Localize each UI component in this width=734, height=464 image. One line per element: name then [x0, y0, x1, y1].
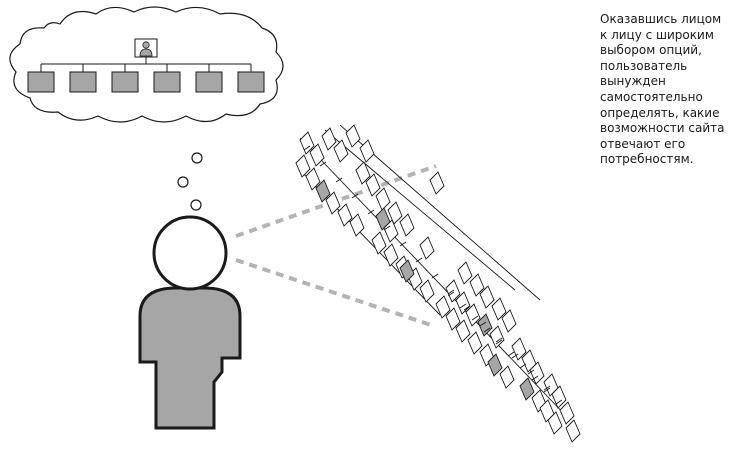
tree-link	[495, 339, 503, 345]
tree-link	[459, 303, 467, 309]
tree-link	[463, 305, 471, 311]
tree-page	[337, 203, 353, 227]
org-box	[111, 71, 139, 93]
tree-link	[479, 321, 487, 327]
tree-page	[399, 213, 415, 237]
tree-page	[309, 143, 325, 167]
tree-link	[527, 369, 535, 375]
user-body	[138, 286, 242, 430]
tree-page	[419, 236, 435, 260]
tree-link	[543, 385, 551, 391]
tree-link	[519, 363, 527, 369]
tree-page	[383, 219, 399, 243]
tree-link	[303, 145, 311, 151]
tree-page	[375, 187, 391, 211]
thought-bubble	[177, 176, 189, 188]
tree-page	[359, 139, 375, 163]
org-chart-in-cloud	[27, 38, 265, 93]
sight-lines	[235, 164, 437, 328]
tree-link	[431, 273, 439, 279]
org-box	[237, 71, 265, 93]
tree-link	[383, 225, 391, 231]
user-silhouette-icon	[138, 215, 242, 430]
tree-page	[499, 365, 515, 389]
tree-page	[467, 331, 483, 355]
tree-page	[489, 325, 505, 349]
site-structure-tree	[295, 124, 581, 443]
caption-text: Оказавшись лицом к лицу с широким выборо…	[600, 12, 725, 167]
tree-page	[501, 309, 517, 333]
tree-page	[387, 201, 403, 225]
tree-page-highlighted	[315, 179, 331, 203]
tree-page	[551, 385, 567, 409]
org-box	[195, 71, 223, 93]
tree-link	[471, 315, 479, 321]
tree-link	[495, 337, 503, 343]
tree-link	[351, 193, 359, 199]
tree-link	[415, 257, 423, 263]
tree-link	[399, 241, 407, 247]
tree-page	[435, 295, 451, 319]
tree-page-highlighted	[487, 353, 503, 377]
tree-page	[371, 231, 387, 255]
tree-page-highlighted	[519, 377, 535, 401]
tree-page	[455, 319, 471, 343]
tree-link	[543, 387, 551, 393]
tree-page	[469, 273, 485, 297]
org-box	[153, 71, 181, 93]
tree-link	[299, 137, 571, 421]
tree-page	[479, 285, 495, 309]
tree-link	[507, 351, 515, 357]
person-frame-body	[139, 48, 153, 57]
tree-page	[365, 173, 381, 197]
sight-line	[235, 258, 435, 328]
tree-link	[511, 353, 519, 359]
org-box	[69, 71, 97, 93]
tree-page	[539, 399, 555, 423]
tree-page	[565, 419, 581, 443]
tree-page	[333, 139, 349, 163]
tree-page	[355, 161, 371, 185]
tree-page	[295, 154, 311, 178]
tree-link	[367, 209, 375, 215]
tree-link	[324, 129, 516, 291]
thought-bubble	[190, 199, 202, 211]
tree-page	[457, 261, 473, 285]
tree-page	[445, 307, 461, 331]
user-head	[152, 215, 228, 291]
tree-page	[345, 124, 361, 148]
tree-page	[419, 279, 435, 303]
tree-page-highlighted	[477, 313, 493, 337]
tree-page	[349, 213, 365, 237]
person-frame-head	[142, 41, 150, 49]
tree-link	[531, 375, 539, 381]
tree-link	[447, 291, 455, 297]
tree-page	[465, 303, 481, 327]
tree-page	[383, 243, 399, 267]
tree-page	[325, 191, 341, 215]
tree-link	[335, 177, 343, 183]
tree-link	[483, 327, 491, 333]
tree-page	[321, 127, 337, 151]
tree-page	[299, 131, 315, 155]
tree-link	[447, 289, 455, 295]
tree-page	[305, 167, 321, 191]
tree-page	[429, 171, 445, 195]
tree-link	[555, 399, 563, 405]
tree-link	[319, 161, 327, 167]
tree-page-highlighted	[399, 259, 415, 283]
thought-bubbles	[177, 152, 203, 211]
thought-bubble	[191, 152, 203, 164]
tree-page	[559, 401, 575, 425]
tree-page	[491, 297, 507, 321]
tree-page	[529, 361, 545, 385]
org-box	[27, 71, 55, 93]
